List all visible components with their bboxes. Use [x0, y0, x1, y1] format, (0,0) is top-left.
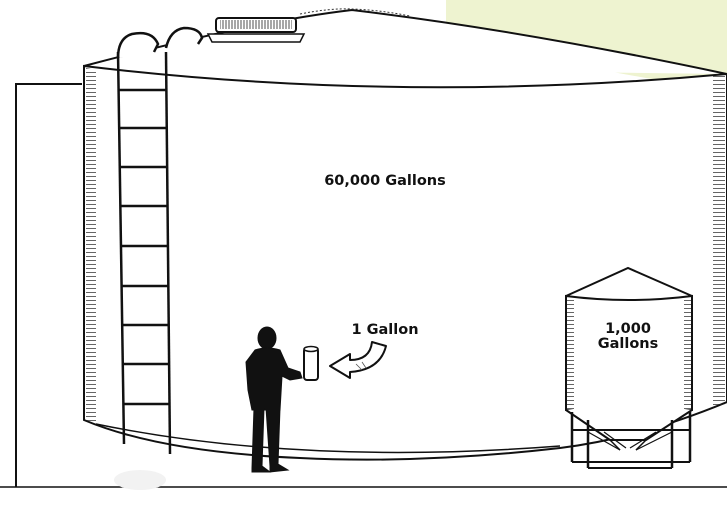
frame-outline	[0, 83, 727, 488]
small-tank-label-line1: 1,000	[605, 321, 651, 337]
roof-hatch	[206, 17, 306, 43]
ground-shadow	[114, 470, 166, 490]
gallon-container	[303, 345, 319, 381]
small-tank-label: 1,000 Gallons	[580, 321, 676, 353]
curved-arrow-icon	[329, 341, 387, 379]
gallon-container-label: 1 Gallon	[351, 322, 419, 338]
small-tank-label-line2: Gallons	[597, 336, 659, 353]
person-silhouette-icon	[245, 326, 303, 473]
small-tank	[565, 266, 693, 469]
roof-vent-left	[116, 26, 204, 59]
ladder-icon	[116, 51, 172, 455]
large-tank-label: 60,000 Gallons	[324, 173, 446, 189]
